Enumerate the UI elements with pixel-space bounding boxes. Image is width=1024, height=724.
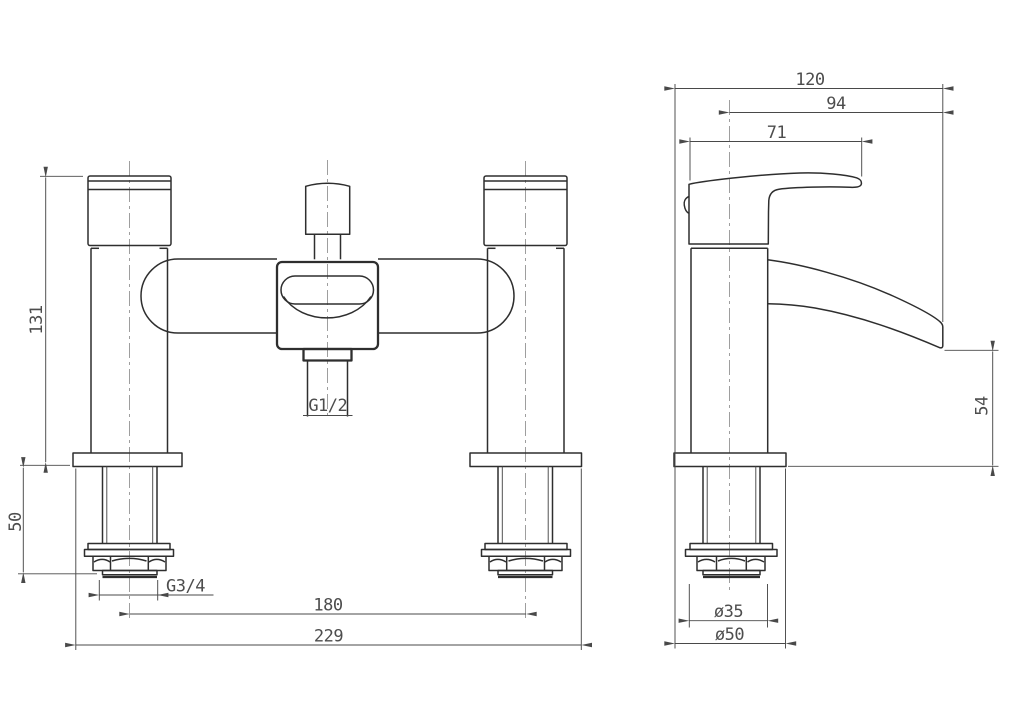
front-left-pillar <box>90 247 169 453</box>
dim-body-height: 131 <box>20 166 83 473</box>
front-right-flange <box>469 452 583 468</box>
dim-label-handle-reach: 71 <box>767 123 787 143</box>
front-dimensions: 131 50 G3/4 180 229 G1/2 <box>6 166 592 650</box>
dim-label-shank-thread: G3/4 <box>166 577 205 597</box>
front-right-handle-cap <box>483 175 568 247</box>
front-view <box>72 175 583 579</box>
dim-overall-width: 229 <box>65 468 592 650</box>
front-right-shank-assembly <box>480 466 572 579</box>
front-hose-connector <box>302 347 353 417</box>
side-lever-pivot-cap <box>683 195 690 214</box>
side-column <box>690 247 769 453</box>
side-flange <box>673 452 787 468</box>
side-lever-body <box>688 172 863 245</box>
dim-spout-reach: 94 <box>718 94 954 115</box>
front-diverter-knob <box>304 182 351 260</box>
front-body-barrel <box>140 258 515 334</box>
side-dimensions: 120 94 71 54 ø35 <box>664 70 999 649</box>
dim-label-flange-diameter: ø50 <box>715 625 744 645</box>
dim-shank-diameter: ø35 <box>678 584 779 628</box>
dim-diverter-thread: G1/2 <box>308 396 347 416</box>
dim-overall-depth: 120 <box>664 70 954 649</box>
dim-label-spout-drop: 54 <box>973 396 993 416</box>
dim-deck-thickness: 50 <box>6 457 97 583</box>
dim-tap-centres: 180 <box>119 596 537 617</box>
dim-handle-reach: 71 <box>679 123 873 181</box>
dim-label-body-height: 131 <box>27 305 47 334</box>
front-left-handle-cap <box>87 175 172 247</box>
dim-label-deck-thickness: 50 <box>6 512 26 532</box>
dim-spout-drop: 54 <box>788 340 999 476</box>
front-left-flange <box>72 452 183 468</box>
dim-label-overall-width: 229 <box>314 627 343 647</box>
dim-flange-diameter: ø50 <box>664 468 797 649</box>
front-right-pillar <box>486 247 565 453</box>
front-left-shank-assembly <box>83 466 175 579</box>
dim-label-overall-depth: 120 <box>795 70 824 90</box>
side-view <box>673 172 944 579</box>
side-shank-assembly <box>684 466 778 579</box>
dim-label-shank-diameter: ø35 <box>714 602 743 622</box>
dim-label-spout-reach: 94 <box>826 94 846 114</box>
dim-label-diverter-thread: G1/2 <box>308 396 347 416</box>
dim-label-tap-centres: 180 <box>313 596 342 616</box>
centerlines <box>129 100 730 620</box>
dim-shank-thread: G3/4 <box>88 577 214 601</box>
side-spout <box>767 259 944 349</box>
